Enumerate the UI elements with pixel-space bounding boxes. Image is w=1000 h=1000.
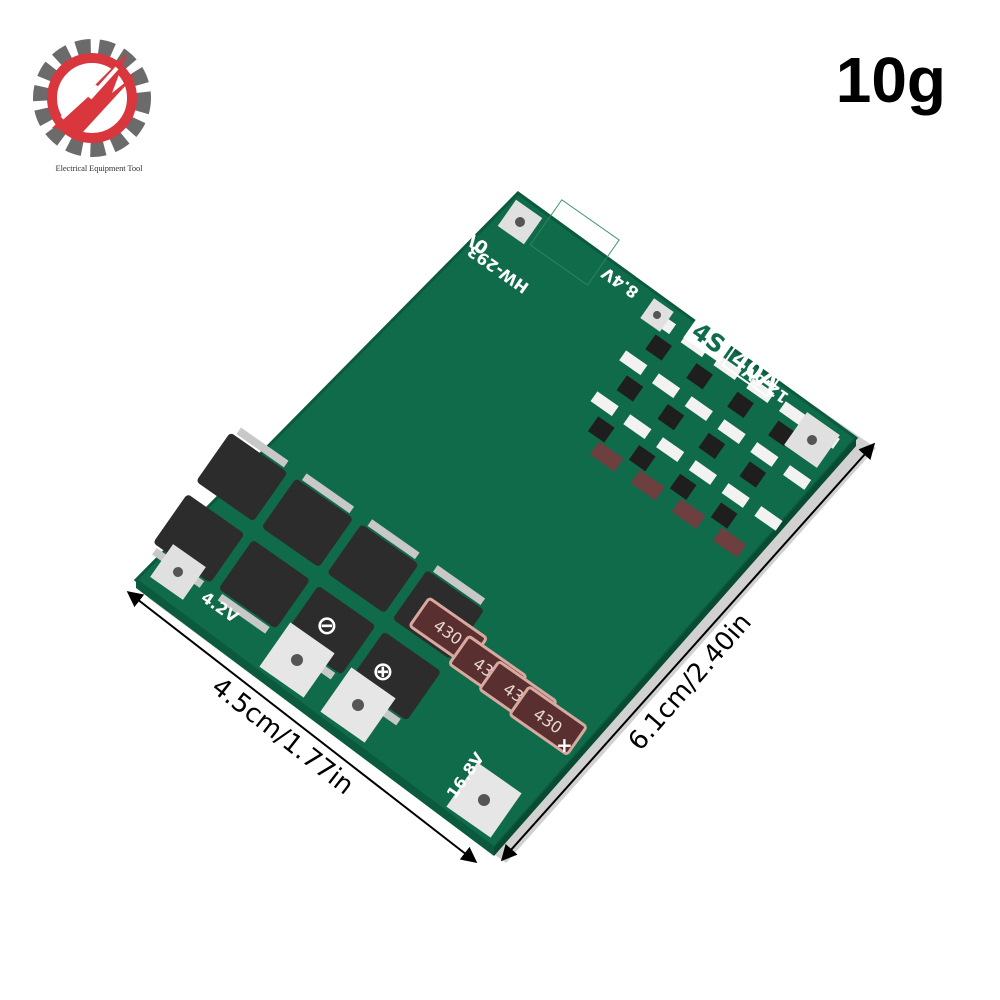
gear-lightning-logo-icon — [33, 39, 151, 157]
plus-mark: + — [556, 733, 573, 757]
logo-caption: Electrical Equipment Tool — [55, 163, 143, 173]
weight-label: 10g — [835, 44, 946, 116]
plus-symbol: ⊕ — [372, 657, 394, 687]
minus-symbol: ⊖ — [316, 611, 338, 641]
pcb-board: 430 430 430 430 — [133, 191, 859, 856]
